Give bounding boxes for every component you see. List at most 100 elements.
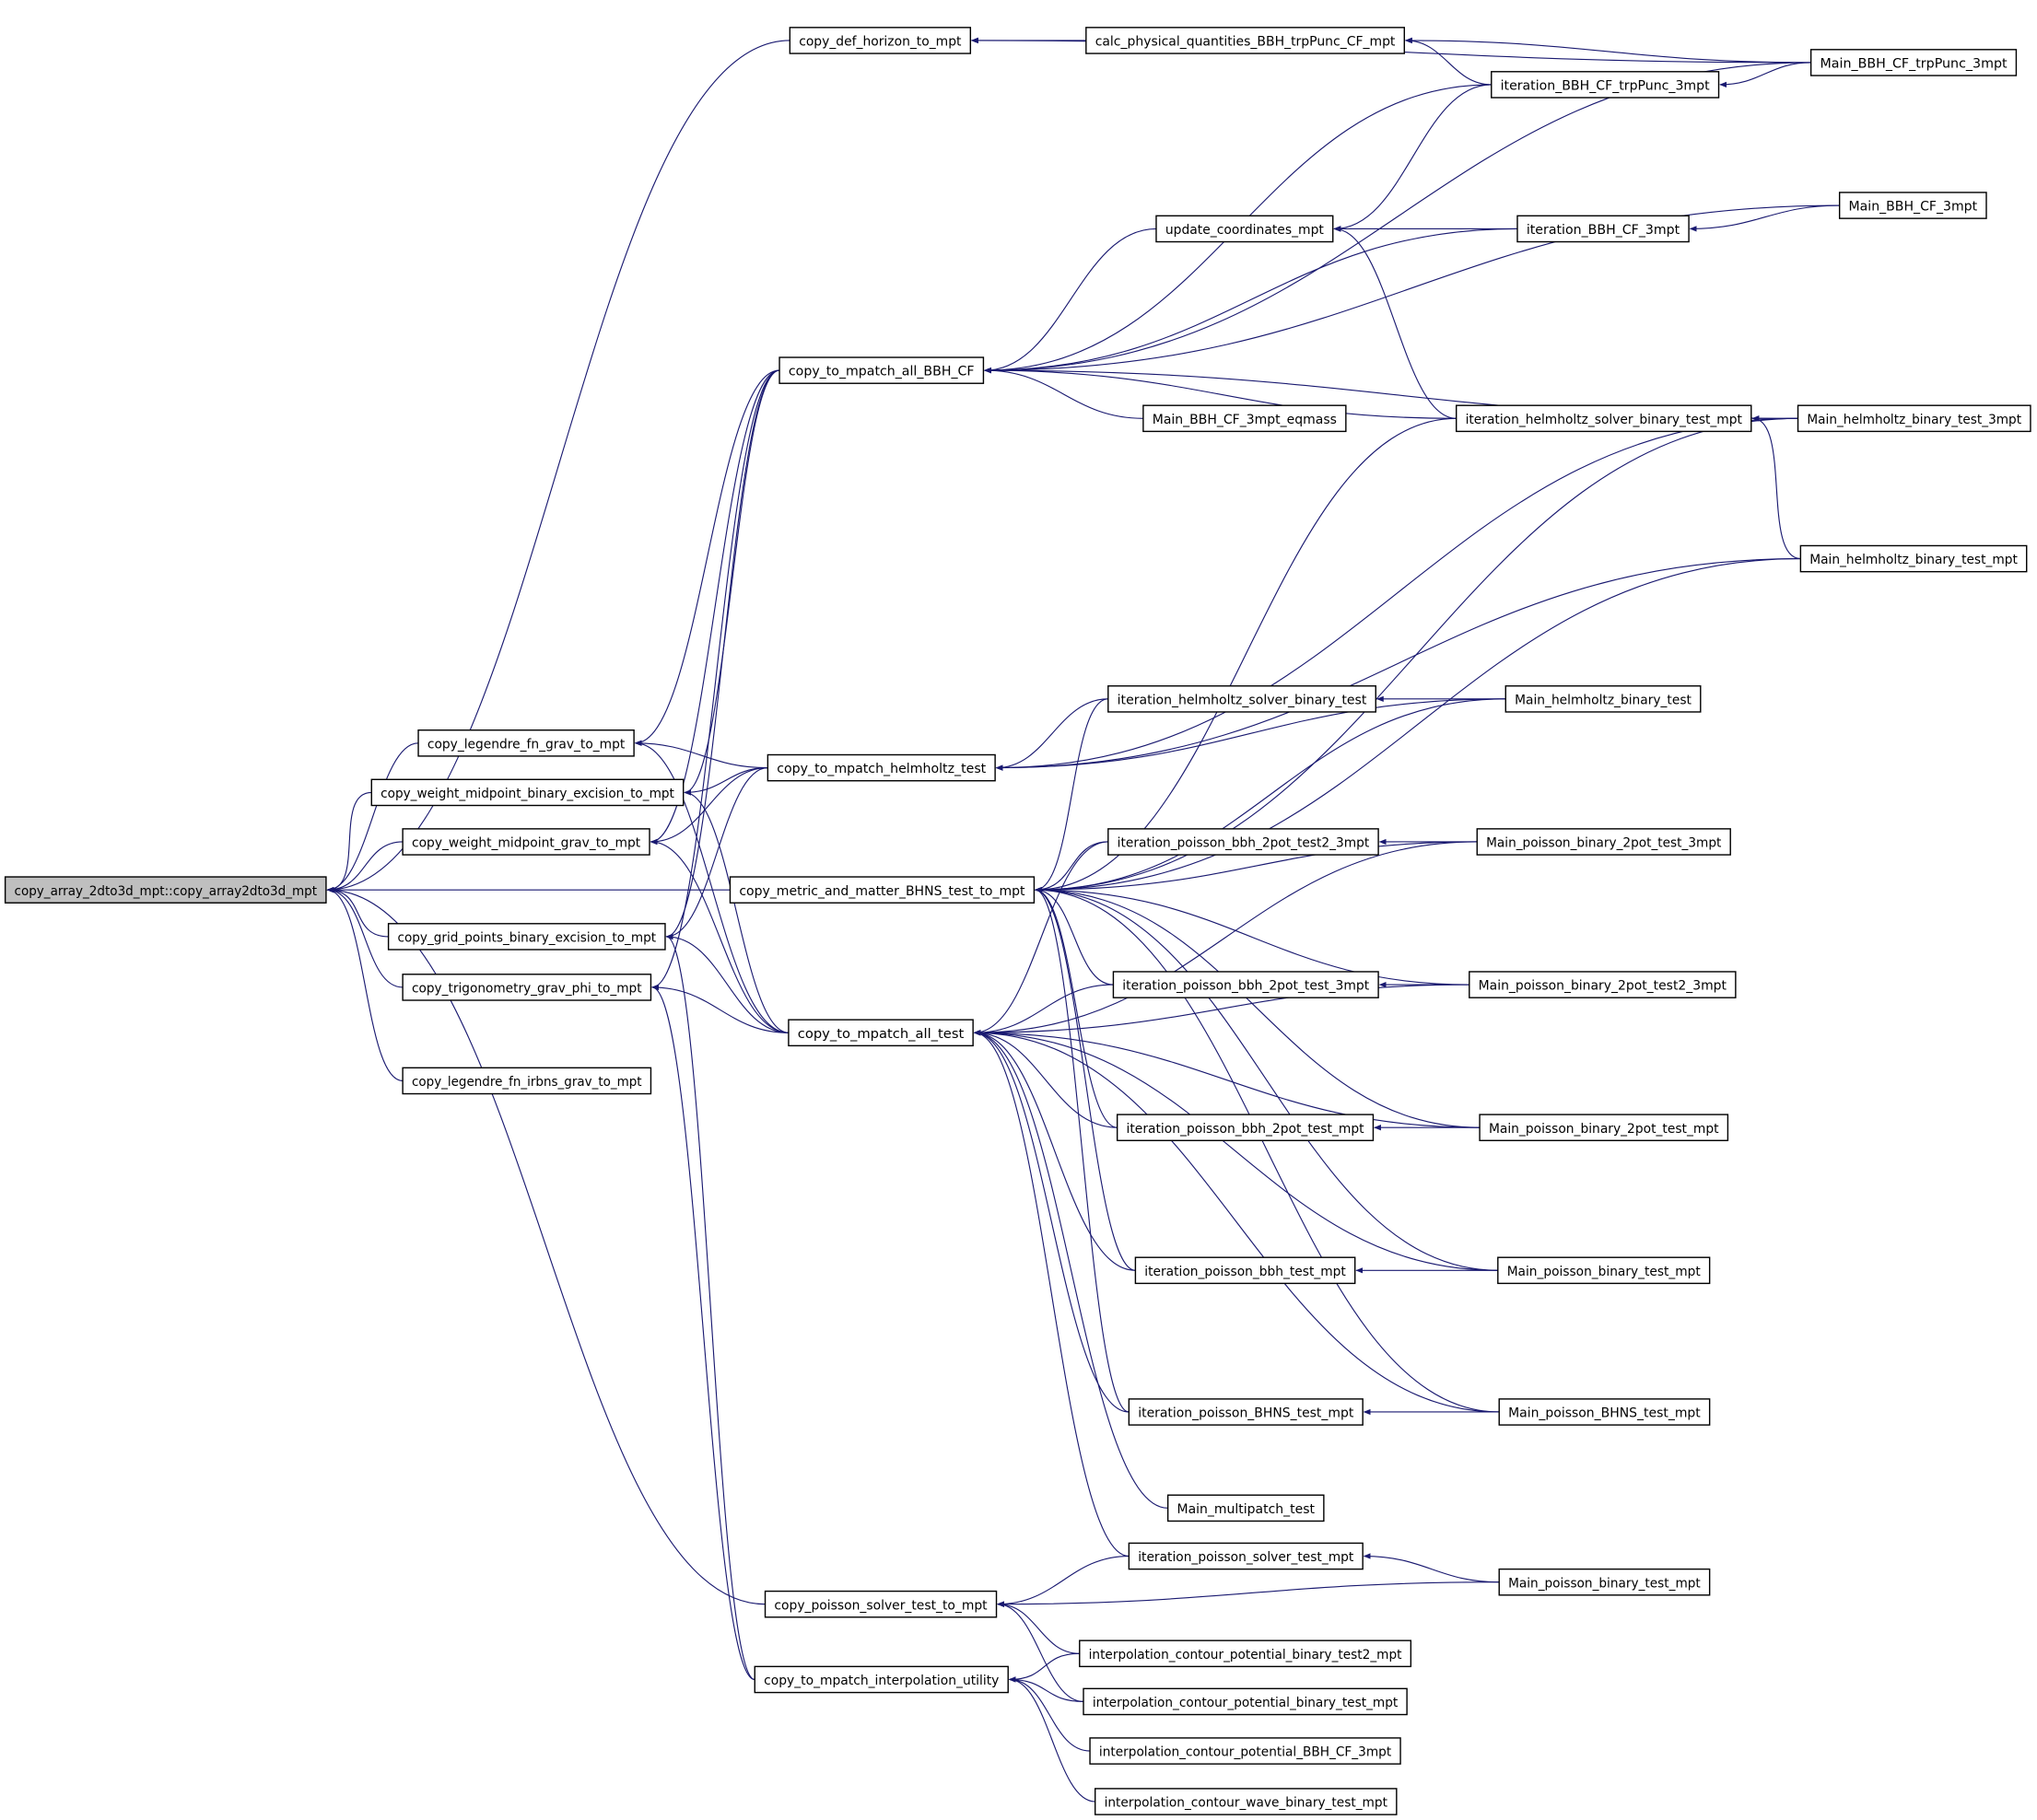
edge-iter_2p2_3-to-metric_bhns bbox=[1035, 841, 1108, 893]
node-main-helm-mpt[interactable]: Main_helmholtz_binary_test_mpt bbox=[1799, 544, 2028, 573]
edge-main_2p_mpt-to-all_test bbox=[973, 1030, 1481, 1128]
node-interp-t[interactable]: interpolation_contour_potential_binary_t… bbox=[1083, 1687, 1408, 1716]
node-calc-phys[interactable]: calc_physical_quantities_BBH_trpPunc_CF_… bbox=[1085, 27, 1405, 54]
node-box bbox=[729, 876, 1036, 904]
node-main-bin-mpt2[interactable]: Main_poisson_binary_test_mpt bbox=[1498, 1568, 1711, 1596]
node-label: copy_poisson_solver_test_to_mpt bbox=[774, 1598, 988, 1613]
edge-interp_wave-to-interp_util bbox=[1008, 1676, 1095, 1802]
edge-iter_2p_3-to-metric_bhns bbox=[1035, 887, 1114, 986]
node-label: update_coordinates_mpt bbox=[1165, 223, 1324, 238]
node-main-2p-mpt[interactable]: Main_poisson_binary_2pot_test_mpt bbox=[1479, 1114, 1729, 1141]
node-iter-bbh-mpt[interactable]: iteration_poisson_bbh_test_mpt bbox=[1134, 1256, 1356, 1285]
node-main-helm3[interactable]: Main_helmholtz_binary_test_3mpt bbox=[1797, 404, 2031, 433]
node-helm-test[interactable]: copy_to_mpatch_helmholtz_test bbox=[767, 753, 996, 782]
node-box bbox=[779, 356, 985, 384]
node-interp-t2[interactable]: interpolation_contour_potential_binary_t… bbox=[1079, 1639, 1412, 1668]
node-label: iteration_helmholtz_solver_binary_test bbox=[1118, 694, 1367, 708]
node-box bbox=[1112, 971, 1379, 998]
edge-grid_bin-to-root bbox=[326, 886, 389, 938]
node-all-test[interactable]: copy_to_mpatch_all_test bbox=[788, 1019, 974, 1047]
node-box bbox=[1491, 71, 1720, 99]
node-box bbox=[1116, 1114, 1375, 1141]
node-box bbox=[1083, 1687, 1408, 1716]
edge-main_helm-to-metric_bhns bbox=[1035, 698, 1506, 893]
node-def-horizon[interactable]: copy_def_horizon_to_mpt bbox=[789, 27, 972, 54]
node-box bbox=[1797, 404, 2031, 433]
node-box bbox=[1455, 404, 1752, 433]
edge-all_bbh-to-wm_grav bbox=[650, 369, 780, 846]
node-label: iteration_BBH_CF_trpPunc_3mpt bbox=[1501, 79, 1710, 94]
node-poisson-solver[interactable]: copy_poisson_solver_test_to_mpt bbox=[764, 1590, 998, 1618]
edge-iter_bbh_mpt-to-metric_bhns bbox=[1035, 887, 1136, 1271]
node-iter-trp[interactable]: iteration_BBH_CF_trpPunc_3mpt bbox=[1491, 71, 1720, 99]
node-label: copy_legendre_fn_grav_to_mpt bbox=[427, 737, 626, 752]
node-wm-grav[interactable]: copy_weight_midpoint_grav_to_mpt bbox=[402, 828, 650, 856]
edge-all_bbh-to-wm_bin bbox=[684, 369, 780, 796]
node-label: Main_poisson_BHNS_test_mpt bbox=[1508, 1406, 1701, 1421]
node-update-coords[interactable]: update_coordinates_mpt bbox=[1155, 215, 1334, 243]
node-box bbox=[1079, 1639, 1412, 1668]
node-iter-2p2-3[interactable]: iteration_poisson_bbh_2pot_test2_3mpt bbox=[1107, 828, 1379, 856]
node-main-2p2-3[interactable]: Main_poisson_binary_2pot_test2_3mpt bbox=[1469, 971, 1737, 998]
node-label: Main_BBH_CF_3mpt_eqmass bbox=[1153, 413, 1337, 427]
node-iter-2p-mpt[interactable]: iteration_poisson_bbh_2pot_test_mpt bbox=[1116, 1114, 1375, 1141]
node-interp-util[interactable]: copy_to_mpatch_interpolation_utility bbox=[754, 1665, 1009, 1694]
node-label: interpolation_contour_wave_binary_test_m… bbox=[1105, 1796, 1388, 1811]
node-main-bin-mpt[interactable]: Main_poisson_binary_test_mpt bbox=[1497, 1256, 1711, 1285]
node-box bbox=[1089, 1737, 1401, 1765]
node-iter-helm[interactable]: iteration_helmholtz_solver_binary_test bbox=[1107, 685, 1376, 713]
node-iter-2p-3[interactable]: iteration_poisson_bbh_2pot_test_3mpt bbox=[1112, 971, 1379, 998]
edge-interp_t-to-poisson_solver bbox=[997, 1601, 1084, 1703]
node-main-helm[interactable]: Main_helmholtz_binary_test bbox=[1504, 685, 1702, 713]
edge-interp_t2-to-poisson_solver bbox=[997, 1601, 1080, 1654]
node-box bbox=[1498, 1568, 1711, 1596]
node-iter-helm-mpt[interactable]: iteration_helmholtz_solver_binary_test_m… bbox=[1455, 404, 1752, 433]
edge-interp_bbh-to-interp_util bbox=[1008, 1676, 1091, 1752]
node-box bbox=[1504, 685, 1702, 713]
node-main-bhns[interactable]: Main_poisson_BHNS_test_mpt bbox=[1498, 1398, 1711, 1426]
node-box bbox=[754, 1665, 1009, 1694]
node-main-bbh3[interactable]: Main_BBH_CF_3mpt bbox=[1838, 192, 1987, 219]
node-main-multi[interactable]: Main_multipatch_test bbox=[1166, 1494, 1325, 1522]
edge-main_bhns-to-metric_bhns bbox=[1035, 887, 1500, 1413]
node-root[interactable]: copy_array_2dto3d_mpt::copy_array2dto3d_… bbox=[4, 876, 327, 904]
node-leg-irbns[interactable]: copy_legendre_fn_irbns_grav_to_mpt bbox=[402, 1067, 652, 1095]
edge-main_bin_mpt2-to-iter_solver bbox=[1363, 1553, 1500, 1583]
node-wm-bin[interactable]: copy_weight_midpoint_binary_excision_to_… bbox=[370, 778, 685, 807]
edge-iter_bbh3-to-all_bbh bbox=[984, 228, 1517, 374]
node-box bbox=[1497, 1256, 1711, 1285]
edge-leg_grav-to-root bbox=[326, 742, 419, 893]
edge-iter_helm_mpt-to-update_coords bbox=[1333, 226, 1457, 419]
edge-iter_bhns-to-all_test bbox=[973, 1030, 1130, 1413]
node-interp-wave[interactable]: interpolation_contour_wave_binary_test_m… bbox=[1094, 1788, 1398, 1815]
edge-main_helm3-to-helm_test bbox=[995, 417, 1798, 771]
edge-iter_bbh_mpt-to-all_test bbox=[973, 1030, 1136, 1271]
node-interp-bbh[interactable]: interpolation_contour_potential_BBH_CF_3… bbox=[1089, 1737, 1401, 1765]
node-box bbox=[1476, 828, 1731, 856]
node-label: Main_poisson_binary_test_mpt bbox=[1507, 1265, 1702, 1279]
node-leg-grav[interactable]: copy_legendre_fn_grav_to_mpt bbox=[417, 729, 635, 757]
node-box bbox=[1498, 1398, 1711, 1426]
node-label: copy_def_horizon_to_mpt bbox=[799, 35, 962, 50]
node-metric-bhns[interactable]: copy_metric_and_matter_BHNS_test_to_mpt bbox=[729, 876, 1036, 904]
node-main-trp[interactable]: Main_BBH_CF_trpPunc_3mpt bbox=[1809, 49, 2018, 76]
node-iter-bbh3[interactable]: iteration_BBH_CF_3mpt bbox=[1516, 215, 1690, 243]
node-iter-bhns[interactable]: iteration_poisson_BHNS_test_mpt bbox=[1128, 1398, 1364, 1426]
node-main-2p-3[interactable]: Main_poisson_binary_2pot_test_3mpt bbox=[1476, 828, 1731, 856]
edge-main_helm_mpt-to-helm_test bbox=[995, 558, 1801, 771]
node-main-eqmass[interactable]: Main_BBH_CF_3mpt_eqmass bbox=[1142, 404, 1347, 433]
node-label: iteration_poisson_bbh_2pot_test_3mpt bbox=[1122, 979, 1369, 994]
edge-wm_bin-to-root bbox=[326, 791, 372, 893]
node-label: iteration_BBH_CF_3mpt bbox=[1527, 223, 1680, 238]
node-all-bbh[interactable]: copy_to_mpatch_all_BBH_CF bbox=[779, 356, 985, 384]
node-box bbox=[1107, 685, 1376, 713]
edge-all_test-to-trig bbox=[651, 984, 789, 1033]
node-label: Main_BBH_CF_3mpt bbox=[1849, 200, 1978, 215]
node-label: Main_helmholtz_binary_test bbox=[1515, 694, 1692, 708]
edge-interp_t2-to-interp_util bbox=[1008, 1652, 1080, 1683]
node-iter-solver[interactable]: iteration_poisson_solver_test_mpt bbox=[1128, 1542, 1364, 1570]
node-grid-bin[interactable]: copy_grid_points_binary_excision_to_mpt bbox=[387, 923, 666, 951]
node-trig[interactable]: copy_trigonometry_grav_phi_to_mpt bbox=[402, 974, 652, 1001]
node-box bbox=[1128, 1398, 1364, 1426]
